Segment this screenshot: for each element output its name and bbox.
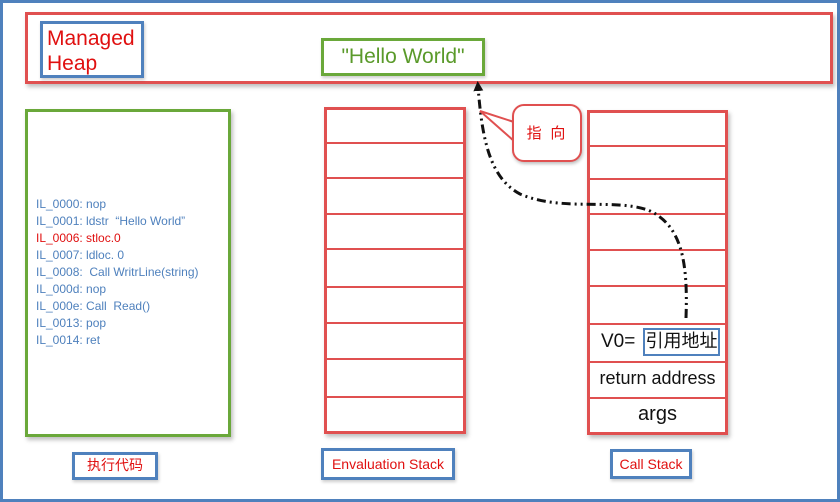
stack-slot-divider xyxy=(590,323,725,325)
code-label: 执行代码 xyxy=(72,452,158,480)
stack-slot-divider xyxy=(590,145,725,147)
heap-object-hello-world: "Hello World" xyxy=(321,38,485,76)
call-stack-return-address: return address xyxy=(599,368,716,388)
code-line: IL_0000: nop xyxy=(36,197,107,211)
stack-slot-divider xyxy=(327,322,463,324)
callout-pointer xyxy=(479,110,515,144)
call-stack-label: Call Stack xyxy=(610,449,692,479)
points-to-callout: 指 向 xyxy=(512,104,582,162)
heap-label-line1: Managed xyxy=(47,27,135,50)
stack-slot-divider xyxy=(327,358,463,360)
code-line: IL_0008: Call WritrLine(string) xyxy=(36,265,199,279)
stack-slot-divider xyxy=(590,361,725,363)
stack-slot-divider xyxy=(590,285,725,287)
code-line: IL_0014: ret xyxy=(36,333,101,347)
evaluation-stack-label: Envaluation Stack xyxy=(321,448,455,480)
code-line: IL_0006: stloc.0 xyxy=(36,231,121,245)
stack-slot-divider xyxy=(327,248,463,250)
arrow-path xyxy=(473,81,688,319)
call-stack xyxy=(587,110,728,435)
call-stack-args: args xyxy=(638,403,677,425)
code-line: IL_0013: pop xyxy=(36,316,107,330)
stack-slot-divider xyxy=(590,397,725,399)
stack-slot-divider xyxy=(327,286,463,288)
stack-slot-divider xyxy=(590,213,725,215)
code-line: IL_000e: Call Read() xyxy=(36,299,151,313)
call-stack-v0-label: V0= xyxy=(601,331,636,352)
stack-slot-divider xyxy=(590,178,725,180)
stack-slot-divider xyxy=(327,142,463,144)
code-box xyxy=(25,109,231,437)
code-line: IL_0001: ldstr “Hello World” xyxy=(36,214,186,228)
managed-heap-label: Managed Heap xyxy=(40,21,144,78)
evaluation-stack xyxy=(324,107,466,434)
heap-label-line2: Heap xyxy=(47,52,98,75)
stack-slot-divider xyxy=(327,177,463,179)
stack-slot-divider xyxy=(327,213,463,215)
call-stack-v0-reference: 引用地址 xyxy=(643,328,720,356)
stack-slot-divider xyxy=(590,249,725,251)
code-line: IL_0007: ldloc. 0 xyxy=(36,248,125,262)
code-line: IL_000d: nop xyxy=(36,282,107,296)
stack-slot-divider xyxy=(327,396,463,398)
